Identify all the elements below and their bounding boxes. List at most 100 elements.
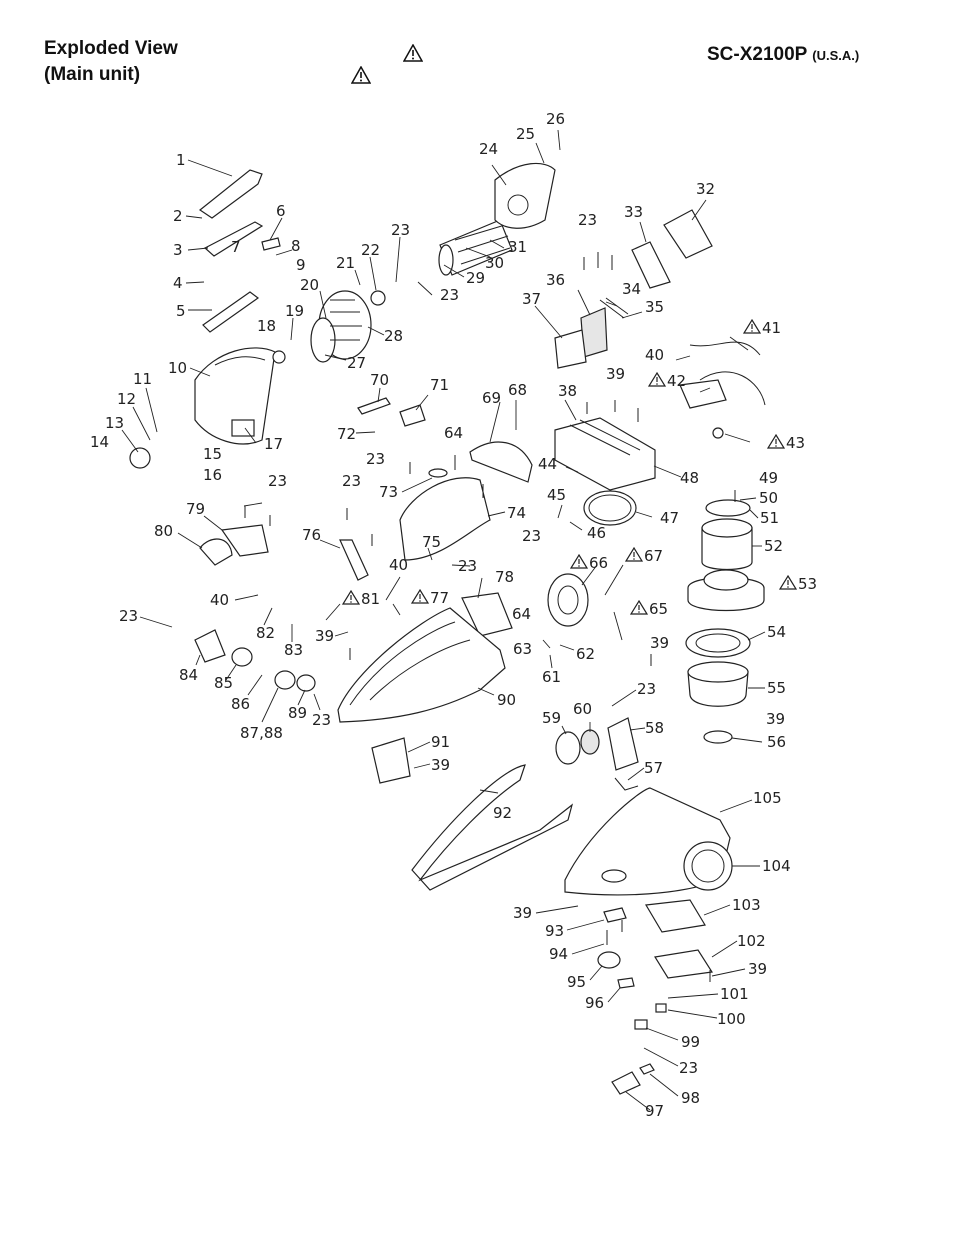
part-56 [703,730,733,744]
part-callout-42: 42 [667,372,686,390]
part-callout-39c: 39 [650,634,669,652]
part-callout-23e: 23 [342,472,361,490]
part-cover-74 [399,477,491,561]
part-callout-66: 66 [589,554,608,572]
part-callout-23k: 23 [637,680,656,698]
part-callout-94: 94 [549,945,568,963]
part-callout-65: 65 [649,600,668,618]
part-callout-84: 84 [179,666,198,684]
title-line-1: Exploded View [44,38,178,59]
part-91 [371,737,411,784]
part-callout-67: 67 [644,547,663,565]
part-callout-69: 69 [482,389,501,407]
part-callout-45: 45 [547,486,566,504]
part-callout-26: 26 [546,110,565,128]
part-callout-62: 62 [576,645,595,663]
part-callout-23a: 23 [391,221,410,239]
part-callout-91: 91 [431,733,450,751]
part-fan-cover-24 [494,162,556,229]
part-callout-9: 9 [296,256,306,274]
part-callout-8788: 87,88 [240,724,283,742]
part-callout-6: 6 [276,202,286,220]
part-callout-12: 12 [117,390,136,408]
leader-lines [121,129,766,1111]
part-callout-43: 43 [786,434,805,452]
warning-triangle-icon [569,553,589,569]
warning-triangle-icon [778,574,798,590]
part-callout-23l: 23 [679,1059,698,1077]
warning-triangle-icon [647,371,667,387]
warning-triangle-icon [766,433,786,449]
part-callout-25: 25 [516,125,535,143]
part-callout-3: 3 [173,241,183,259]
part-callout-64a: 64 [444,424,463,442]
warning-triangle-icon [351,66,371,84]
part-callout-33: 33 [624,203,643,221]
part-callout-1: 1 [176,151,186,169]
warning-triangle-icon [624,546,644,562]
part-callout-39a: 39 [606,365,625,383]
part-wheel-104 [683,841,733,891]
part-callout-78: 78 [495,568,514,586]
part-callout-70: 70 [370,371,389,389]
part-callout-15: 15 [203,445,222,463]
part-callout-79: 79 [186,500,205,518]
part-callout-82: 82 [256,624,275,642]
warning-triangle-icon [629,599,649,615]
part-callout-59: 59 [542,709,561,727]
part-gasket-54 [685,628,751,658]
part-callout-101: 101 [720,985,749,1003]
part-callout-73: 73 [379,483,398,501]
part-callout-2: 2 [173,207,183,225]
warning-triangle-icon [403,44,423,62]
part-callout-44: 44 [538,455,557,473]
part-callout-72: 72 [337,425,356,443]
part-callout-30: 30 [485,254,504,272]
part-reel-66 [547,573,589,627]
part-callout-55: 55 [767,679,786,697]
part-callout-23h: 23 [522,527,541,545]
part-callout-39f: 39 [513,904,532,922]
part-callout-93: 93 [545,922,564,940]
part-51 [705,499,751,517]
part-callout-49: 49 [759,469,778,487]
part-callout-39d: 39 [431,756,450,774]
part-callout-35: 35 [645,298,664,316]
part-callout-76: 76 [302,526,321,544]
part-callout-61: 61 [542,668,561,686]
part-callout-24: 24 [479,140,498,158]
part-callout-52: 52 [764,537,783,555]
part-69 [469,441,533,483]
part-callout-20: 20 [300,276,319,294]
part-callout-77: 77 [430,589,449,607]
part-callout-23g: 23 [458,557,477,575]
part-callout-100: 100 [717,1010,746,1028]
part-callout-56: 56 [767,733,786,751]
part-callout-53: 53 [798,575,817,593]
part-callout-39e: 39 [766,710,785,728]
part-callout-51: 51 [760,509,779,527]
part-callout-75: 75 [422,533,441,551]
part-103 [645,899,706,933]
model-region: (U.S.A.) [812,48,860,63]
part-callout-92: 92 [493,804,512,822]
part-callout-40a: 40 [645,346,664,364]
part-callout-5: 5 [176,302,186,320]
title-line-2: (Main unit) [44,64,141,85]
part-body-90 [337,607,506,723]
part-32 [663,209,713,259]
part-callout-105: 105 [753,789,782,807]
part-callout-13: 13 [105,414,124,432]
part-callout-27: 27 [347,354,366,372]
part-callout-90: 90 [497,691,516,709]
warning-triangle-icon [742,318,762,334]
part-callout-54: 54 [767,623,786,641]
part-callout-17: 17 [264,435,283,453]
part-frame-48 [554,417,656,491]
part-callout-96: 96 [585,994,604,1012]
part-callout-104: 104 [762,857,791,875]
part-callout-36: 36 [546,271,565,289]
part-callout-68: 68 [508,381,527,399]
